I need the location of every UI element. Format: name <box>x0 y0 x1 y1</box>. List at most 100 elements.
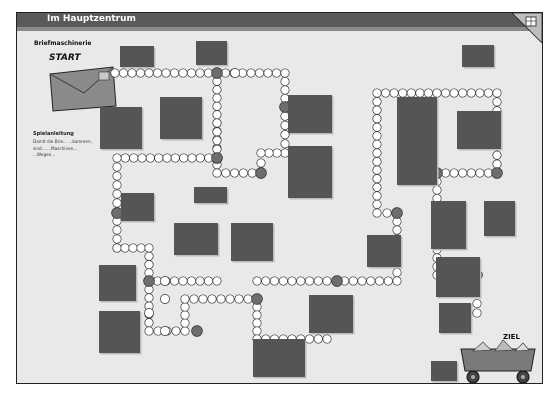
path-field <box>323 335 331 343</box>
path-field <box>163 154 171 162</box>
path-field <box>288 277 296 285</box>
path-field <box>181 303 189 311</box>
path-field <box>279 277 287 285</box>
path-field <box>493 160 501 168</box>
numbered-field <box>230 68 239 77</box>
path-field <box>213 94 221 102</box>
path-field <box>375 277 383 285</box>
path-field <box>213 277 221 285</box>
path-field <box>305 335 313 343</box>
numbered-field <box>160 276 169 285</box>
info-card <box>121 193 154 221</box>
path-field <box>111 69 119 77</box>
path-field <box>493 98 501 106</box>
path-field <box>407 89 415 97</box>
path-field <box>305 277 313 285</box>
path-field <box>264 69 272 77</box>
path-field <box>393 277 401 285</box>
path-field <box>253 319 261 327</box>
path-field <box>373 149 381 157</box>
path-field <box>226 295 234 303</box>
path-field <box>373 140 381 148</box>
path-field <box>416 89 424 97</box>
stop-field <box>212 153 223 164</box>
path-field <box>170 69 178 77</box>
path-field <box>217 295 225 303</box>
info-card <box>231 223 273 261</box>
stop-field <box>392 208 403 219</box>
path-field <box>467 89 475 97</box>
info-card <box>436 257 480 297</box>
path-field <box>196 277 204 285</box>
info-card <box>462 45 494 67</box>
info-card <box>439 303 471 333</box>
path-field <box>213 145 221 153</box>
path-field <box>145 319 153 327</box>
path-field <box>399 89 407 97</box>
path-field <box>208 295 216 303</box>
stop-field <box>144 276 155 287</box>
info-card <box>100 107 142 149</box>
path-field <box>373 115 381 123</box>
path-field <box>239 169 247 177</box>
path-field <box>373 166 381 174</box>
path-field <box>255 69 263 77</box>
path-field <box>467 169 475 177</box>
path-field <box>121 244 129 252</box>
path-field <box>181 295 189 303</box>
path-field <box>190 295 198 303</box>
path-field <box>155 154 163 162</box>
info-card <box>253 339 305 377</box>
path-field <box>179 69 187 77</box>
stop-field <box>332 276 343 287</box>
path-field <box>373 209 381 217</box>
path-field <box>187 69 195 77</box>
info-card <box>309 295 353 333</box>
path-field <box>213 111 221 119</box>
path-field <box>247 69 255 77</box>
path-field <box>130 154 138 162</box>
path-field <box>476 169 484 177</box>
path-field <box>113 199 121 207</box>
info-card <box>397 97 437 185</box>
info-card <box>194 187 227 203</box>
numbered-field <box>160 294 169 303</box>
path-field <box>213 136 221 144</box>
path-field <box>145 244 153 252</box>
info-card <box>120 46 154 67</box>
path-field <box>273 149 281 157</box>
path-field <box>181 319 189 327</box>
path-field <box>450 89 458 97</box>
path-field <box>145 327 153 335</box>
path-field <box>314 335 322 343</box>
path-field <box>181 327 189 335</box>
path-field <box>113 181 121 189</box>
path-field <box>145 69 153 77</box>
path-field <box>314 277 322 285</box>
path-field <box>433 89 441 97</box>
path-field <box>119 69 127 77</box>
info-card <box>288 146 332 198</box>
path-field <box>441 89 449 97</box>
path-field <box>373 97 381 105</box>
path-field <box>253 277 261 285</box>
info-card <box>99 265 136 301</box>
path-field <box>196 69 204 77</box>
path-field <box>384 277 392 285</box>
path-field <box>128 69 136 77</box>
path-field <box>170 277 178 285</box>
stop-field <box>252 294 263 305</box>
path-field <box>213 86 221 94</box>
info-card <box>431 201 466 249</box>
path-field <box>450 169 458 177</box>
path-field <box>213 102 221 110</box>
path-field <box>213 128 221 136</box>
path-field <box>373 183 381 191</box>
path-field <box>281 86 289 94</box>
path-field <box>129 244 137 252</box>
path-field <box>188 154 196 162</box>
path-field <box>349 277 357 285</box>
info-card <box>174 223 218 255</box>
path-field <box>424 89 432 97</box>
path-field <box>358 277 366 285</box>
